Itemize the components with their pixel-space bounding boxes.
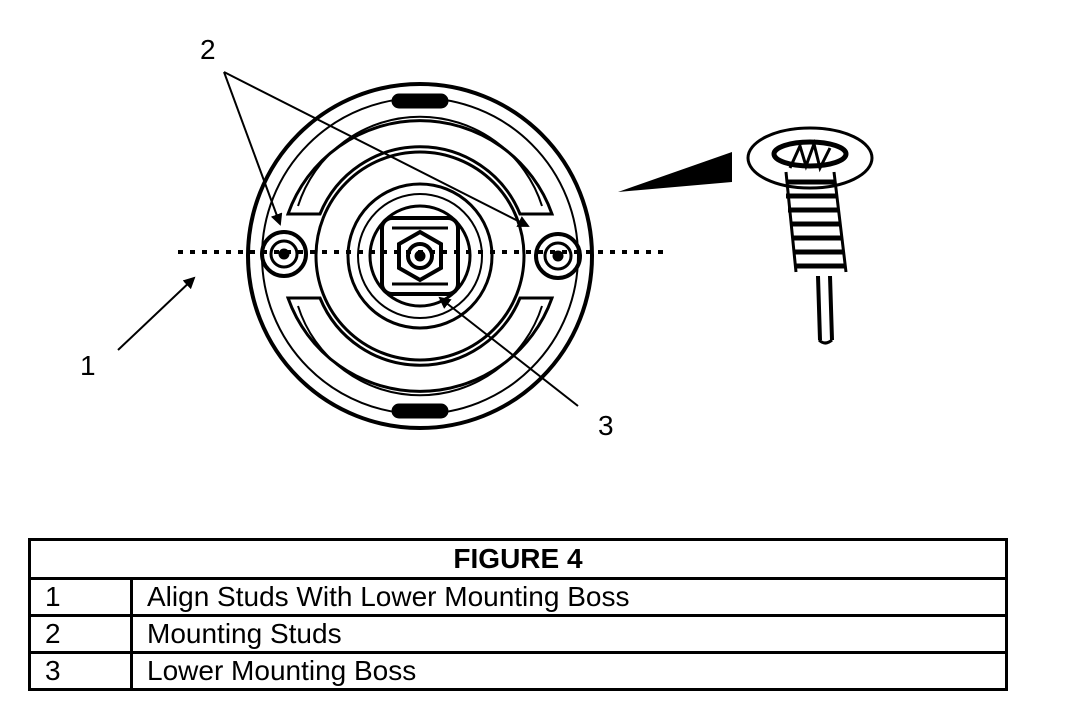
mounting-stud-right bbox=[534, 232, 582, 280]
leader-2b bbox=[223, 71, 530, 227]
table-row: 3 Lower Mounting Boss bbox=[28, 651, 1008, 691]
legend-header-row: FIGURE 4 bbox=[28, 538, 1008, 580]
row-number: 1 bbox=[28, 577, 133, 617]
figure-title: FIGURE 4 bbox=[28, 538, 1008, 580]
leader-3 bbox=[438, 296, 579, 407]
table-row: 1 Align Studs With Lower Mounting Boss bbox=[28, 577, 1008, 617]
figure-legend-table: FIGURE 4 1 Align Studs With Lower Mounti… bbox=[28, 538, 1008, 691]
mounting-diagram bbox=[117, 71, 874, 430]
row-description: Align Studs With Lower Mounting Boss bbox=[130, 577, 1008, 617]
detail-pointer bbox=[618, 152, 732, 192]
mounting-stud-left bbox=[260, 230, 308, 278]
callout-2-label: 2 bbox=[200, 34, 216, 65]
table-row: 2 Mounting Studs bbox=[28, 614, 1008, 654]
callout-3-label: 3 bbox=[598, 410, 614, 441]
row-number: 3 bbox=[28, 651, 133, 691]
row-description: Mounting Studs bbox=[130, 614, 1008, 654]
row-number: 2 bbox=[28, 614, 133, 654]
mounting-flange bbox=[246, 82, 594, 430]
row-description: Lower Mounting Boss bbox=[130, 651, 1008, 691]
stud-detail-icon bbox=[746, 126, 874, 345]
leader-1 bbox=[117, 276, 196, 351]
callout-1-label: 1 bbox=[80, 350, 96, 381]
leader-2a bbox=[223, 71, 283, 226]
lower-mounting-boss bbox=[380, 216, 460, 296]
